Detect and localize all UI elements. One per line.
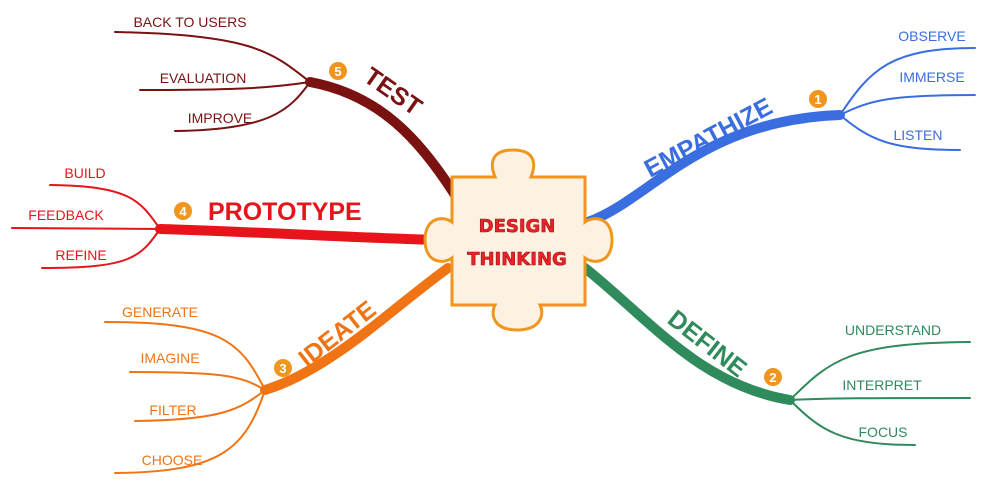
ideate-item-filter: FILTER [149,402,196,418]
branch-empathize-line-0 [839,47,976,116]
branch-ideate [104,263,453,474]
branch-define [580,263,971,446]
badge-2-number: 2 [769,370,776,385]
branch-test-trunk [305,77,460,200]
puzzle-shape [423,148,614,332]
branch-empathize-trunk [583,110,845,227]
branch-ideate-line-1 [129,371,266,391]
branch-define-trunk [580,263,795,405]
test-item-evaluation: EVALUATION [160,70,247,86]
branch-test [114,31,460,200]
branch-empathize [583,47,976,227]
branch-prototype-line-2 [41,228,161,269]
branch-empathize-label: EMPATHIZE [640,92,777,183]
branch-test-line-1 [139,81,311,91]
empathize-item-listen: LISTEN [893,127,942,143]
badge-5: 5 [329,62,347,80]
prototype-item-refine: REFINE [55,247,106,263]
branch-ideate-line-2 [134,389,266,422]
branch-define-line-1 [789,397,971,401]
badge-4: 4 [174,202,192,220]
define-item-interpret: INTERPRET [842,377,922,393]
branch-prototype-line-1 [11,227,161,230]
prototype-item-build: BUILD [64,165,105,181]
badge-5-number: 5 [334,64,341,79]
test-item-back-to-users: BACK TO USERS [133,14,246,30]
branch-define-line-2 [789,399,916,446]
badge-3: 3 [274,359,292,377]
badge-2: 2 [764,368,782,386]
center-title-line2: THINKING [467,249,567,270]
empathize-item-observe: OBSERVE [898,28,965,44]
badge-3-number: 3 [279,361,286,376]
center-title-line1: DESIGN [479,216,556,237]
branch-test-line-0 [114,31,311,83]
ideate-item-imagine: IMAGINE [140,350,199,366]
prototype-item-feedback: FEEDBACK [28,207,104,223]
branch-prototype-trunk [155,224,445,245]
branch-empathize-line-2 [839,114,961,151]
badge-4-number: 4 [179,204,187,219]
define-item-understand: UNDERSTAND [845,322,941,338]
branch-define-line-0 [789,341,971,401]
branch-test-label: TEST [359,62,427,122]
branch-ideate-line-3 [114,389,266,474]
branch-test-line-2 [174,81,311,132]
branch-prototype-label: PROTOTYPE [208,198,362,226]
test-item-improve: IMPROVE [188,110,253,126]
empathize-item-immerse: IMMERSE [899,69,964,85]
center-puzzle-piece: DESIGN THINKING [423,148,614,332]
ideate-item-choose: CHOOSE [142,452,203,468]
badge-1: 1 [809,90,827,108]
branch-prototype [11,184,445,269]
define-item-focus: FOCUS [859,424,908,440]
branch-empathize-line-1 [839,94,976,116]
branch-ideate-trunk [260,263,453,395]
ideate-item-generate: GENERATE [122,304,198,320]
branch-prototype-line-0 [49,184,161,230]
branch-ideate-line-0 [104,321,266,391]
badge-1-number: 1 [814,92,821,107]
